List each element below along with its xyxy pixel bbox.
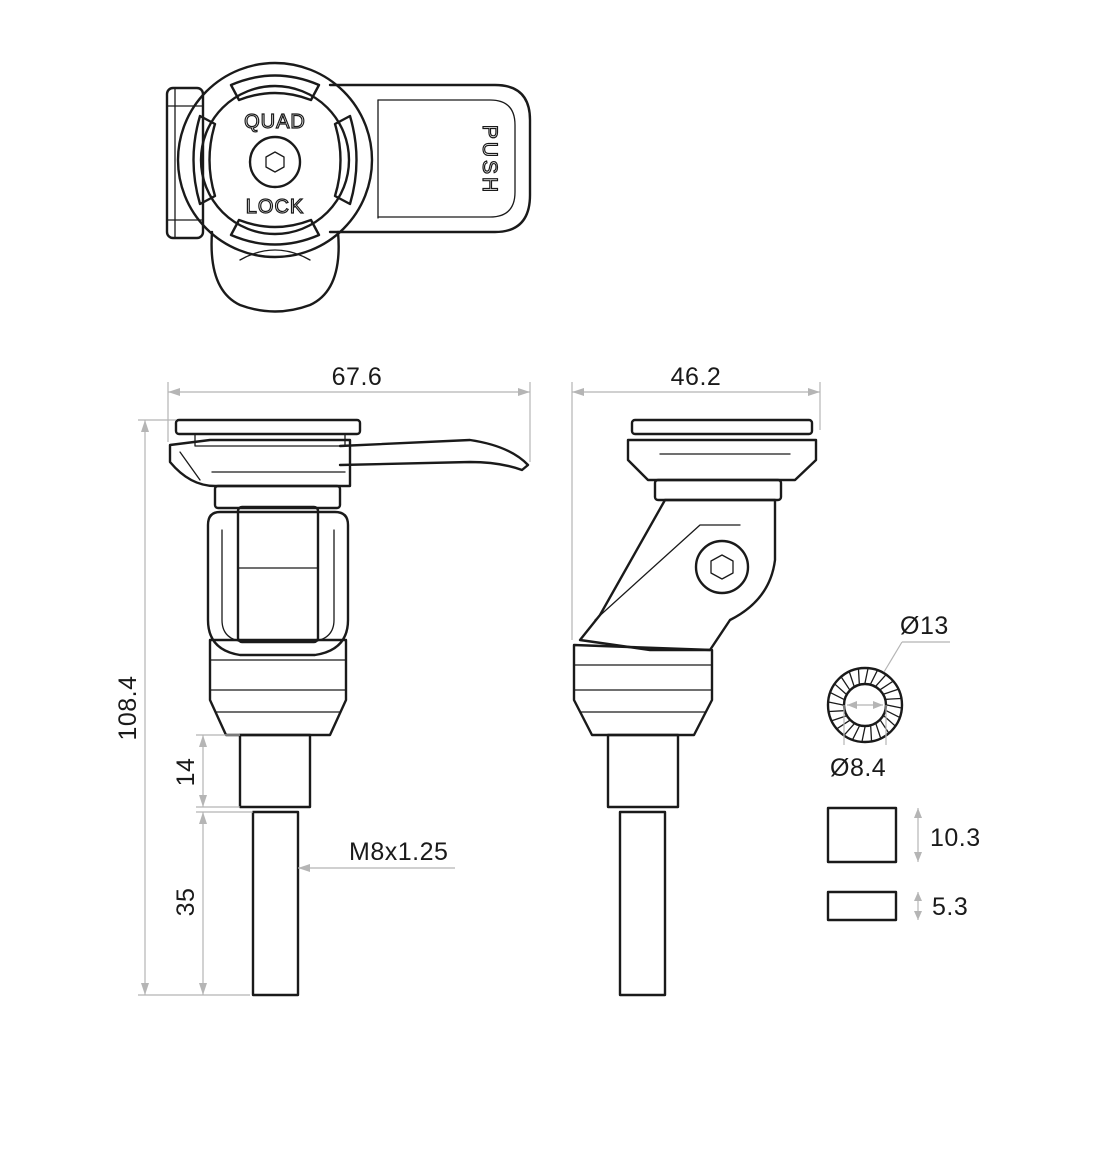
center-bolt bbox=[248, 135, 302, 189]
dimension-lines bbox=[138, 382, 950, 996]
head-outer-ring bbox=[176, 61, 374, 259]
side-threaded-bolt bbox=[618, 810, 667, 997]
dim-short-spacer: 5.3 bbox=[932, 893, 968, 921]
dim-thread-spec: M8x1.25 bbox=[349, 838, 448, 866]
front-view bbox=[168, 418, 530, 997]
dim-washer-outer: Ø13 bbox=[900, 612, 949, 640]
lower-body-curve bbox=[239, 249, 311, 261]
push-text: PUSH bbox=[478, 125, 501, 195]
lower-body bbox=[210, 230, 340, 313]
dim-thread-length: 35 bbox=[172, 888, 200, 917]
lever-profile bbox=[338, 438, 530, 472]
dim-overall-height: 108.4 bbox=[114, 675, 142, 740]
dim-stud-height: 14 bbox=[172, 758, 200, 787]
tall-spacer bbox=[826, 806, 898, 864]
short-spacer bbox=[826, 890, 898, 922]
hinge-block bbox=[165, 86, 205, 240]
stud bbox=[238, 733, 312, 809]
u-bracket bbox=[206, 510, 350, 657]
pivot-block bbox=[236, 505, 320, 644]
dim-width-front: 67.6 bbox=[332, 363, 383, 391]
head-inner-ring bbox=[199, 84, 351, 236]
pivot-hex-icon bbox=[710, 554, 734, 580]
clamp-body bbox=[168, 438, 352, 488]
side-plate bbox=[630, 418, 814, 436]
brand-text-lock: LOCK bbox=[246, 196, 304, 218]
brand-text-quad: QUAD bbox=[244, 111, 306, 133]
serrated-washer bbox=[826, 666, 904, 744]
side-base-collar bbox=[572, 643, 714, 737]
threaded-bolt bbox=[251, 810, 300, 997]
top-view: QUAD LOCK PUSH bbox=[165, 61, 532, 313]
mount-plate bbox=[174, 418, 362, 436]
dimension-labels: 67.6 46.2 108.4 14 35 M8x1.25 Ø13 Ø8.4 1… bbox=[114, 363, 981, 921]
base-collar bbox=[208, 638, 348, 737]
locking-tabs bbox=[192, 74, 358, 246]
side-view bbox=[572, 418, 818, 997]
angled-arm bbox=[578, 498, 777, 652]
dim-width-side: 46.2 bbox=[671, 363, 722, 391]
dim-washer-inner: Ø8.4 bbox=[830, 754, 886, 782]
pivot-bolt bbox=[694, 539, 750, 595]
push-lever bbox=[328, 83, 532, 234]
dim-tall-spacer: 10.3 bbox=[930, 824, 981, 852]
side-stud bbox=[606, 733, 680, 809]
hex-socket-icon bbox=[265, 151, 285, 173]
